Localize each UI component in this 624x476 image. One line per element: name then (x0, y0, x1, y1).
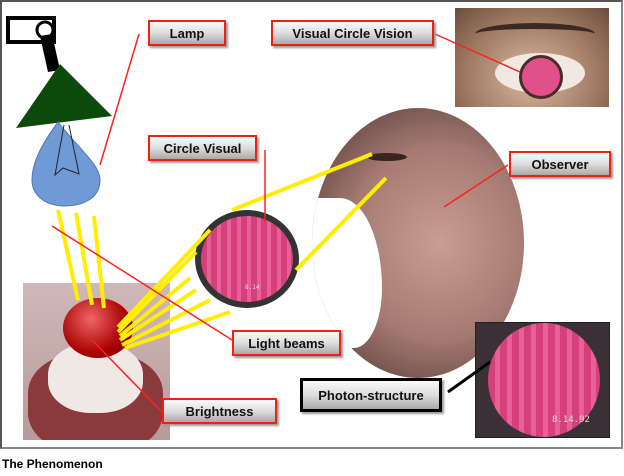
label-lamp: Lamp (148, 20, 226, 46)
photon-structure-photo: 8.14.92 (475, 322, 610, 438)
brightness-photo (23, 283, 170, 440)
photo-timestamp: 8.14.92 (552, 415, 590, 425)
label-brightness: Brightness (162, 398, 277, 424)
bulb-icon (31, 121, 101, 207)
label-observer: Observer (509, 151, 611, 177)
circle-visual-timestamp: 8.14 (245, 284, 260, 291)
photon-pointer (447, 360, 491, 394)
label-circle-visual: Circle Visual (148, 135, 257, 161)
label-visual-circle-vision: Visual Circle Vision (271, 20, 434, 46)
lamp-shade-icon (16, 64, 112, 128)
label-light-beams: Light beams (232, 330, 341, 356)
figure-caption: The Phenomenon (2, 457, 103, 471)
eye-photo (455, 8, 609, 107)
circle-visual: 8.14 (195, 210, 299, 308)
label-photon-structure: Photon-structure (300, 378, 442, 412)
lamp-arm (40, 34, 60, 72)
